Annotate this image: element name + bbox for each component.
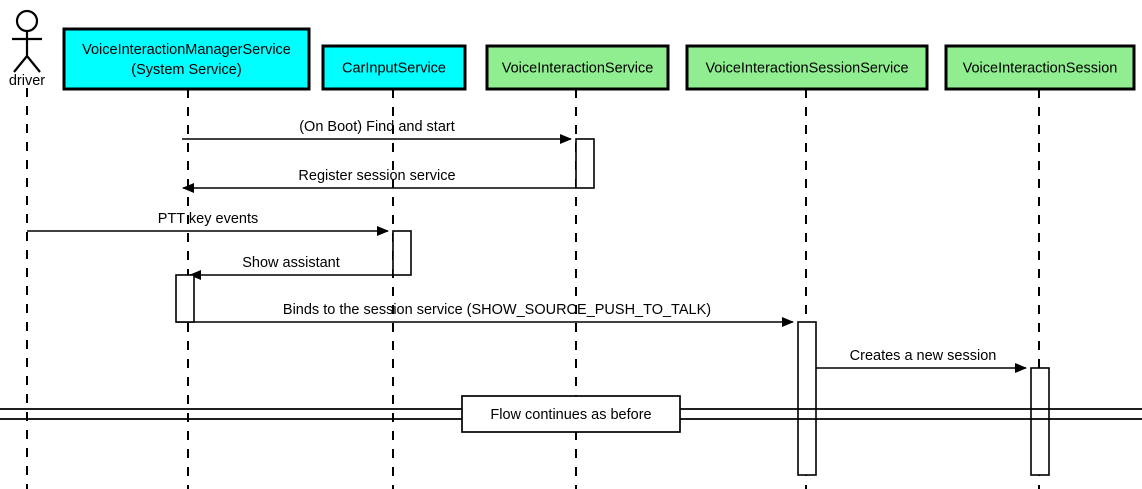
participant-label-visn: VoiceInteractionSession <box>963 60 1118 76</box>
participant-label-cis: CarInputService <box>342 60 446 76</box>
participant-label-viss: VoiceInteractionSessionService <box>705 60 908 76</box>
participant-viss[interactable]: VoiceInteractionSessionService <box>685 44 929 91</box>
message-m4[interactable]: Show assistant <box>189 255 393 280</box>
message-m5[interactable]: Binds to the session service (SHOW_SOURC… <box>176 302 794 327</box>
participant-sublabel-vims: (System Service) <box>131 62 241 78</box>
actor-head-icon <box>15 9 39 33</box>
actor-leg-right-icon <box>26 55 41 73</box>
participant-cis[interactable]: CarInputService <box>321 44 467 91</box>
activations-group <box>175 138 1050 476</box>
activation-cis-ptt <box>392 230 412 276</box>
actor-driver: driver <box>9 9 45 89</box>
message-m1[interactable]: (On Boot) Find and start <box>182 119 572 144</box>
participant-visn[interactable]: VoiceInteractionSession <box>944 44 1136 91</box>
participant-box-rect-viss <box>685 44 929 91</box>
activation-visn-create <box>1030 367 1050 476</box>
message-label-m4: Show assistant <box>242 255 340 271</box>
participant-box-rect-cis <box>321 44 467 91</box>
message-label-m3: PTT key events <box>158 211 258 227</box>
message-m3[interactable]: PTT key events <box>27 211 389 236</box>
message-label-m1: (On Boot) Find and start <box>299 119 455 135</box>
message-label-m6: Creates a new session <box>850 348 997 364</box>
message-label-m2: Register session service <box>298 168 455 184</box>
participant-label-vis: VoiceInteractionService <box>502 60 654 76</box>
divider-box <box>461 395 681 433</box>
divider-flow-continues: Flow continues as before <box>0 395 1142 433</box>
participant-box-rect-vims <box>62 27 311 91</box>
activation-vims-show <box>175 274 195 323</box>
participant-label-vims: VoiceInteractionManagerService <box>82 42 291 58</box>
participant-vis[interactable]: VoiceInteractionService <box>485 44 670 91</box>
activation-vis-boot <box>575 138 595 189</box>
actor-leg-left-icon <box>13 55 28 73</box>
participant-box-rect-visn <box>944 44 1136 91</box>
activation-viss-bind <box>797 321 817 476</box>
divider-label: Flow continues as before <box>490 407 651 423</box>
message-m6[interactable]: Creates a new session <box>816 348 1027 373</box>
participant-box-rect-vis <box>485 44 670 91</box>
message-label-m5: Binds to the session service (SHOW_SOURC… <box>283 302 711 318</box>
participants-group: VoiceInteractionManagerService (System Se… <box>62 27 1136 91</box>
message-m2[interactable]: Register session service <box>182 168 576 193</box>
participant-vims[interactable]: VoiceInteractionManagerService (System Se… <box>62 27 311 91</box>
actor-label-driver: driver <box>9 73 45 89</box>
